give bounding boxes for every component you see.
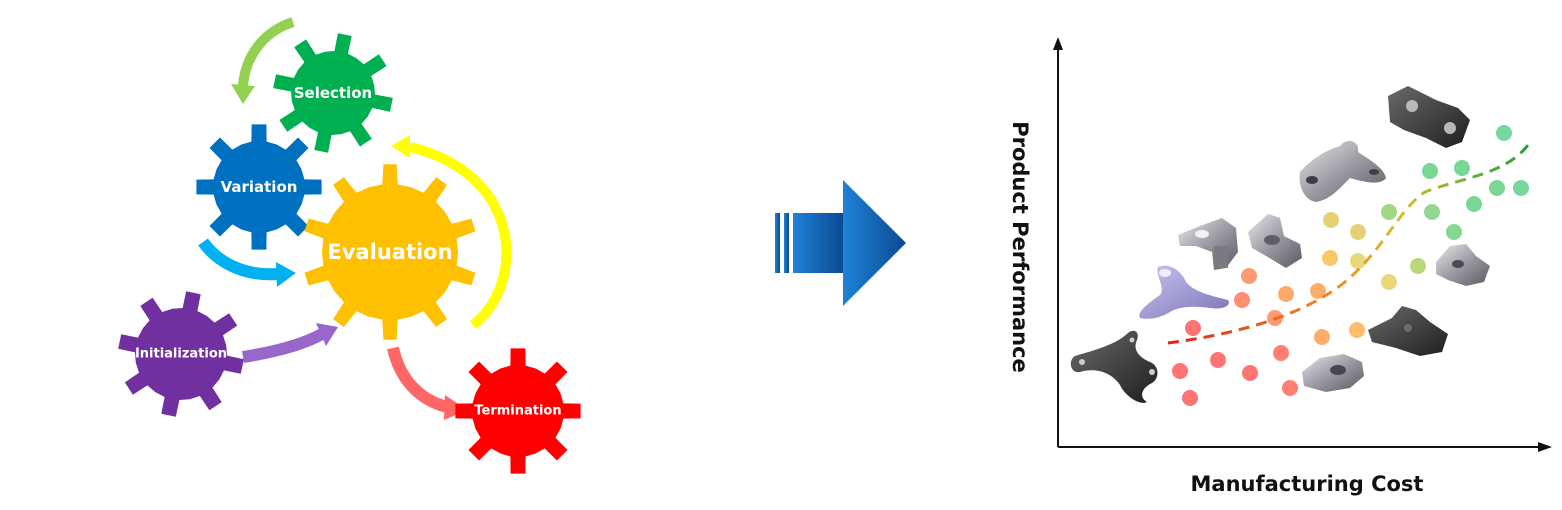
gear-shape-variation [196,124,322,250]
gear-evaluation: Evaluation [304,164,476,340]
arrow-initialization-to-evaluation [242,328,325,363]
candidate-dot [1278,286,1294,302]
gear-label-selection: Selection [294,84,372,102]
candidate-dot [1454,160,1470,176]
candidate-dot [1496,125,1512,141]
gear-selection: Selection [273,33,393,153]
block-part-icon [1302,354,1364,392]
frame-part-icon [1388,86,1470,148]
arrow-evaluation-to-termination [387,346,449,413]
arrowhead-selection-to-variation [231,84,255,104]
y-axis [1053,37,1063,447]
performance-cost-plot: Manufacturing Cost Product Performance [1008,37,1552,496]
candidate-dot [1381,274,1397,290]
cycle-gears: Selection Variation Evaluation Initializ… [118,33,581,474]
candidate-dot [1350,253,1366,269]
arrow-evaluation-to-selection [408,142,512,329]
gear-label-termination: Termination [474,404,561,419]
candidate-dot [1381,204,1397,220]
candidate-dot [1350,224,1366,240]
candidate-dot [1422,163,1438,179]
lever-part-icon [1139,265,1229,319]
arrowhead-initialization-to-evaluation [316,323,338,346]
y-axis-label: Product Performance [1008,121,1032,373]
design-candidates [1172,125,1529,406]
gear-label-initialization: Initialization [135,347,227,362]
candidate-dot [1185,320,1201,336]
x-axis [1058,442,1552,452]
arrow-variation-to-evaluation [198,238,279,281]
bracket-part-icon [1070,330,1158,403]
candidate-dot [1310,283,1326,299]
plate-part-icon [1368,306,1448,356]
candidate-dot [1424,204,1440,220]
candidate-dot [1489,180,1505,196]
gear-shape-initialization [118,291,244,417]
candidate-dot [1182,390,1198,406]
arrowhead-evaluation-to-selection [391,135,410,158]
candidate-dot [1322,250,1338,266]
candidate-dot [1282,380,1298,396]
candidate-dot [1410,258,1426,274]
gear-termination: Termination [455,348,581,474]
candidate-dot [1273,345,1289,361]
gear-initialization: Initialization [118,291,244,417]
candidate-dot [1446,224,1462,240]
x-axis-label: Manufacturing Cost [1191,472,1424,496]
gear-shape-selection [273,33,393,153]
arm-part-icon [1299,140,1386,202]
gear-label-evaluation: Evaluation [327,240,452,264]
gear-shape-termination [455,348,581,474]
candidate-dot [1513,180,1529,196]
pareto-front-curve [1167,144,1530,345]
gear-variation: Variation [196,124,322,250]
candidate-dot [1349,322,1365,338]
candidate-dot [1234,292,1250,308]
arrowhead-variation-to-evaluation [276,262,296,287]
candidate-dot [1172,363,1188,379]
candidate-dot [1323,212,1339,228]
candidate-dot [1241,268,1257,284]
candidate-dot [1242,365,1258,381]
clamp-part-icon [1178,218,1238,270]
candidate-dot [1466,196,1482,212]
part-renderings [1070,86,1490,403]
gear-shape-evaluation [304,164,476,340]
mount-part-icon [1248,214,1302,268]
candidate-dot [1314,329,1330,345]
gear-label-variation: Variation [221,178,298,196]
arrow-selection-to-variation [238,17,295,87]
evolution-cycle-diagram: Selection Variation Evaluation Initializ… [118,17,581,474]
hinge-part-icon [1436,244,1490,286]
candidate-dot [1210,352,1226,368]
transition-arrow [775,180,906,306]
cycle-arrows [198,17,512,420]
